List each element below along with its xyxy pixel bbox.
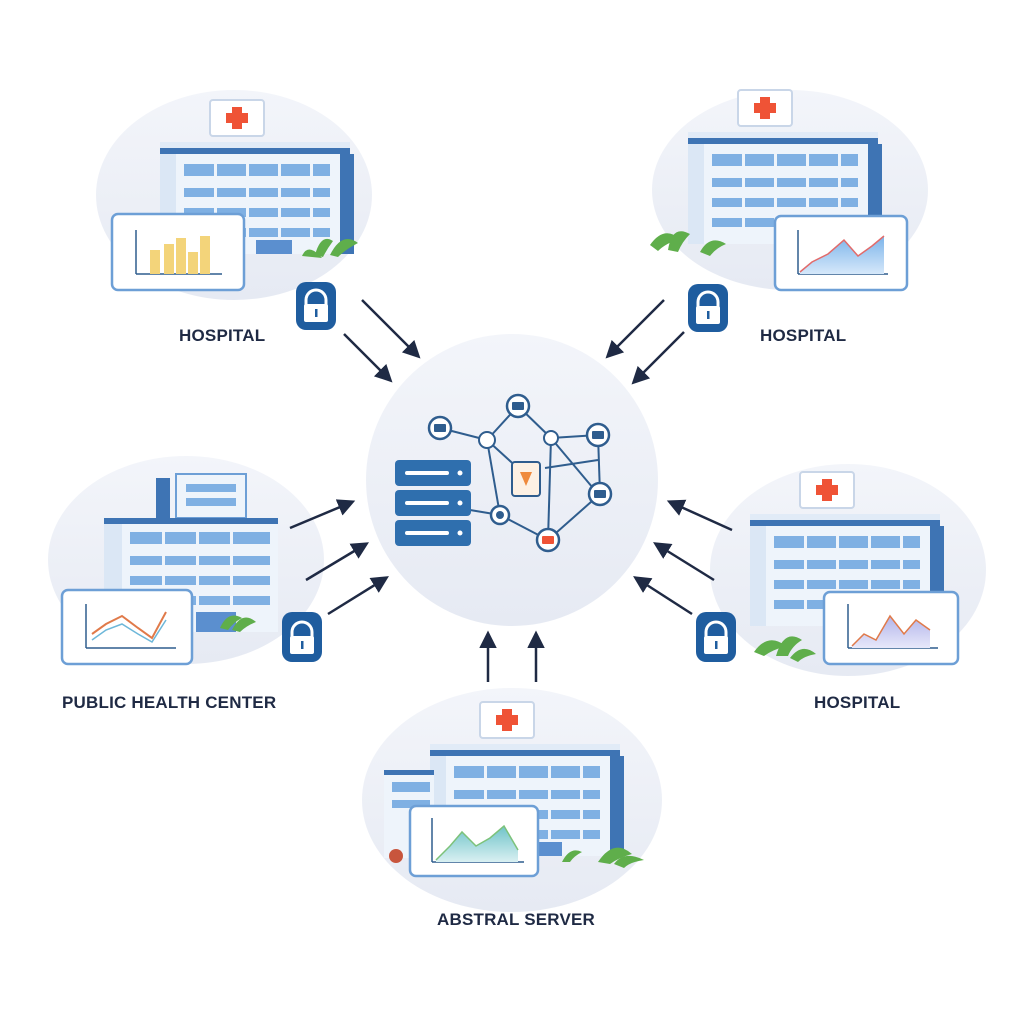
line-chart-card: [60, 588, 194, 666]
node-top-right-hospital: [650, 89, 928, 292]
node-label-top-left: HOSPITAL: [179, 326, 266, 345]
area-chart-card: [408, 804, 540, 878]
node-label-bottom: ABSTRAL SERVER: [437, 910, 596, 929]
node-mid-left-public-health-center: [48, 456, 324, 666]
plant-icon: [302, 238, 358, 258]
arrows-mid-right: [633, 499, 733, 616]
lock-icon: [282, 612, 322, 662]
node-top-left-hospital: [96, 90, 372, 300]
lock-icon: [296, 282, 336, 330]
arrows-top-left: [343, 299, 421, 383]
arrow: [633, 576, 693, 616]
arrow: [666, 499, 733, 532]
lock-icon: [688, 284, 728, 332]
arrow: [305, 542, 370, 582]
plant-icon: [650, 231, 726, 256]
node-label-mid-right: HOSPITAL: [814, 693, 901, 712]
plant-icon: [754, 636, 816, 662]
server-network-icon: [395, 393, 613, 553]
area-chart-card: [822, 590, 960, 666]
plant-icon: [220, 615, 256, 632]
arrows-top-right: [605, 299, 685, 385]
node-label-top-right: HOSPITAL: [760, 326, 847, 345]
bar-chart-card: [110, 212, 246, 292]
node-bottom-abstral-server: [362, 688, 662, 912]
arrows-bottom: [479, 630, 545, 682]
area-chart-card: [773, 214, 909, 292]
arrow: [343, 333, 393, 383]
arrows-mid-left: [289, 499, 389, 616]
arrow: [361, 299, 421, 359]
arrow: [289, 499, 356, 530]
node-label-mid-left: PUBLIC HEALTH CENTER: [62, 693, 277, 712]
node-mid-right-hospital: [710, 464, 986, 676]
plant-icon: [562, 847, 644, 868]
arrow: [653, 542, 715, 582]
arrow: [605, 299, 665, 359]
arrow: [631, 331, 685, 385]
arrow: [327, 576, 389, 616]
lock-icon: [696, 612, 736, 662]
